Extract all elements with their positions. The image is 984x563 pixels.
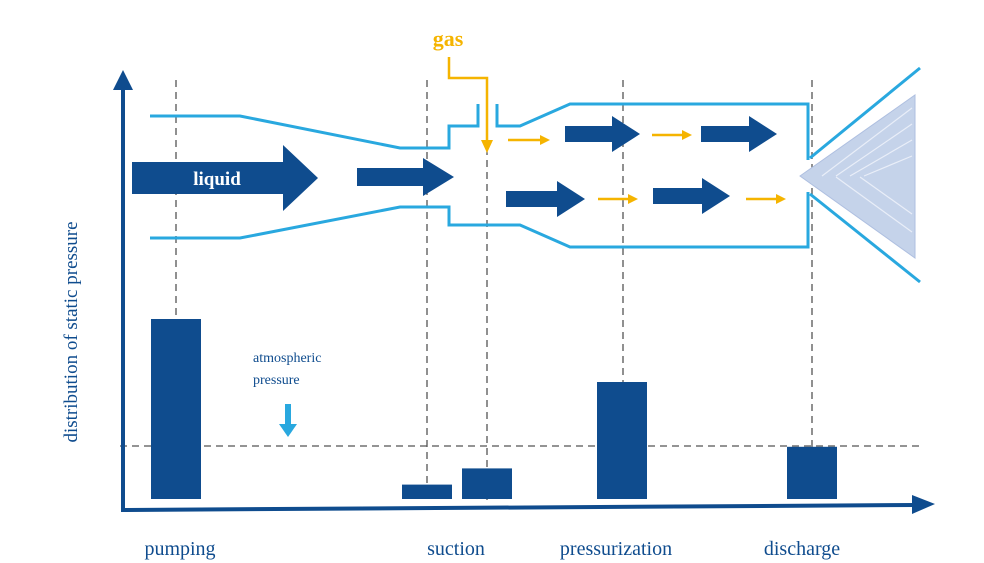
liquid-flow-arrows [132, 116, 777, 217]
pipe-outline [150, 66, 921, 284]
pressure-bar-3 [462, 468, 512, 499]
stage-label-pressurization: pressurization [560, 538, 672, 560]
pressure-bar-5 [787, 446, 837, 499]
gas-label: gas [433, 26, 464, 51]
atmospheric-arrow-icon [279, 404, 297, 437]
x-axis-arrowhead [912, 495, 935, 514]
nozzle-lower [809, 192, 921, 284]
gas-inlet-path [447, 57, 489, 142]
stage-label-pumping: pumping [144, 538, 215, 560]
pipe-upper-wall [150, 104, 480, 150]
pressure-bar-1 [151, 319, 201, 499]
liquid-arrow-large [132, 145, 318, 211]
pressure-bar-2 [402, 484, 452, 499]
gas-flow-arrows [447, 57, 786, 204]
atmospheric-label-line1: atmospheric [253, 351, 321, 366]
pressure-bar-4 [597, 382, 647, 499]
liquid-arrow-6 [653, 178, 730, 214]
axes [113, 70, 935, 514]
pipe-upper-wall-right [495, 102, 810, 160]
liquid-arrow-5 [506, 181, 585, 217]
atmospheric-label-line2: pressure [253, 373, 300, 388]
liquid-arrow-2 [357, 158, 454, 196]
y-axis-arrowhead [113, 70, 133, 90]
gas-inlet-arrowhead [481, 140, 493, 153]
y-axis-label: distribution of static pressure [61, 221, 82, 442]
pressure-bars [151, 319, 837, 499]
spray-lines [821, 107, 913, 233]
stage-label-discharge: discharge [764, 538, 840, 560]
spray-cone [799, 94, 916, 259]
liquid-arrow-3 [565, 116, 640, 152]
nozzle-upper [809, 66, 921, 160]
pipe-lower-wall [150, 192, 810, 249]
liquid-arrow-4 [701, 116, 777, 152]
stage-label-suction: suction [427, 538, 485, 560]
x-axis [120, 503, 916, 512]
liquid-label: liquid [193, 169, 241, 190]
